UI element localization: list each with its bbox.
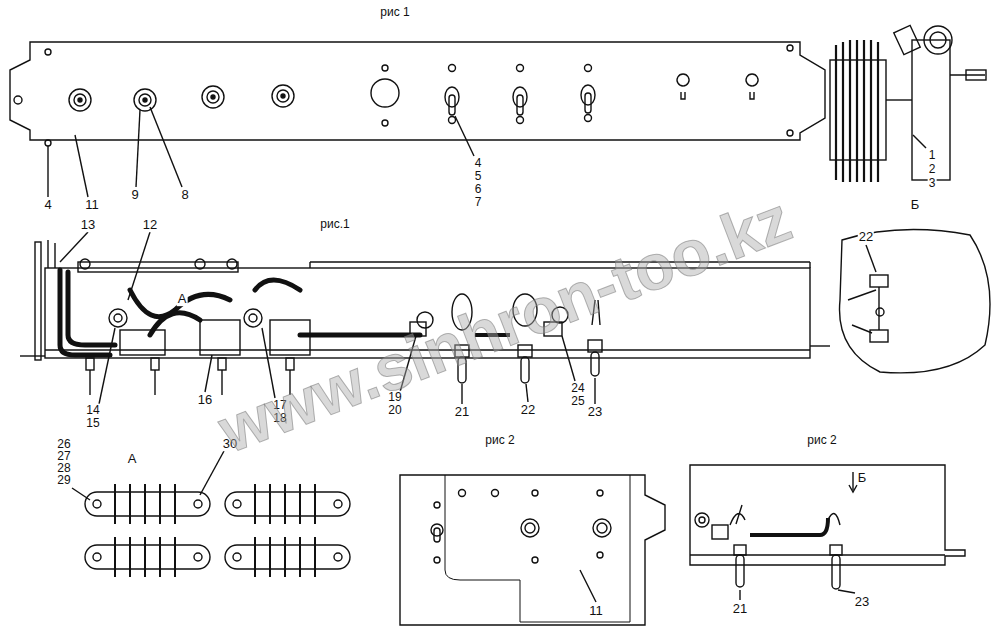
callout-number: Б: [857, 471, 868, 485]
callout-number: 1: [928, 149, 937, 162]
callout-number: 2: [928, 163, 937, 176]
callout-number: 8: [180, 188, 189, 202]
callout-number: 24: [570, 382, 585, 395]
callout-number: 22: [858, 230, 874, 244]
callout-number: 4: [43, 198, 52, 212]
callout-number: 3: [928, 177, 937, 190]
callout-number: рис.1: [319, 218, 350, 231]
callout-number: 11: [588, 604, 604, 618]
callout-number: 22: [520, 403, 536, 417]
callout-number: 15: [85, 417, 100, 430]
callout-number: 23: [854, 595, 870, 609]
callout-number: 20: [387, 404, 402, 417]
callout-number: 27: [56, 450, 71, 463]
callout-number: 21: [732, 602, 748, 616]
callout-number: 13: [80, 218, 96, 232]
callout-number: А: [127, 452, 138, 466]
callout-number: 5: [474, 170, 483, 183]
callout-number: 21: [454, 405, 470, 419]
callout-number: А: [177, 292, 188, 306]
watermark: www.sinhron-too.kz: [209, 185, 800, 465]
callout-number: рис 2: [806, 434, 837, 447]
callout-number: рис 1: [379, 6, 410, 19]
callout-number: 26: [56, 438, 71, 451]
callout-number: рис 2: [484, 434, 515, 447]
callout-number: 29: [56, 474, 71, 487]
callout-number: 11: [84, 198, 100, 212]
callout-number: 28: [56, 462, 71, 475]
callout-number: 14: [85, 404, 100, 417]
callout-number: 6: [474, 183, 483, 196]
callout-number: 12: [142, 218, 158, 232]
callout-number: 9: [130, 188, 139, 202]
callout-number: Б: [910, 198, 921, 212]
callout-number: 23: [587, 405, 603, 419]
callout-number: 25: [570, 395, 585, 408]
callout-number: 4: [474, 157, 483, 170]
callout-number: 7: [474, 196, 483, 209]
